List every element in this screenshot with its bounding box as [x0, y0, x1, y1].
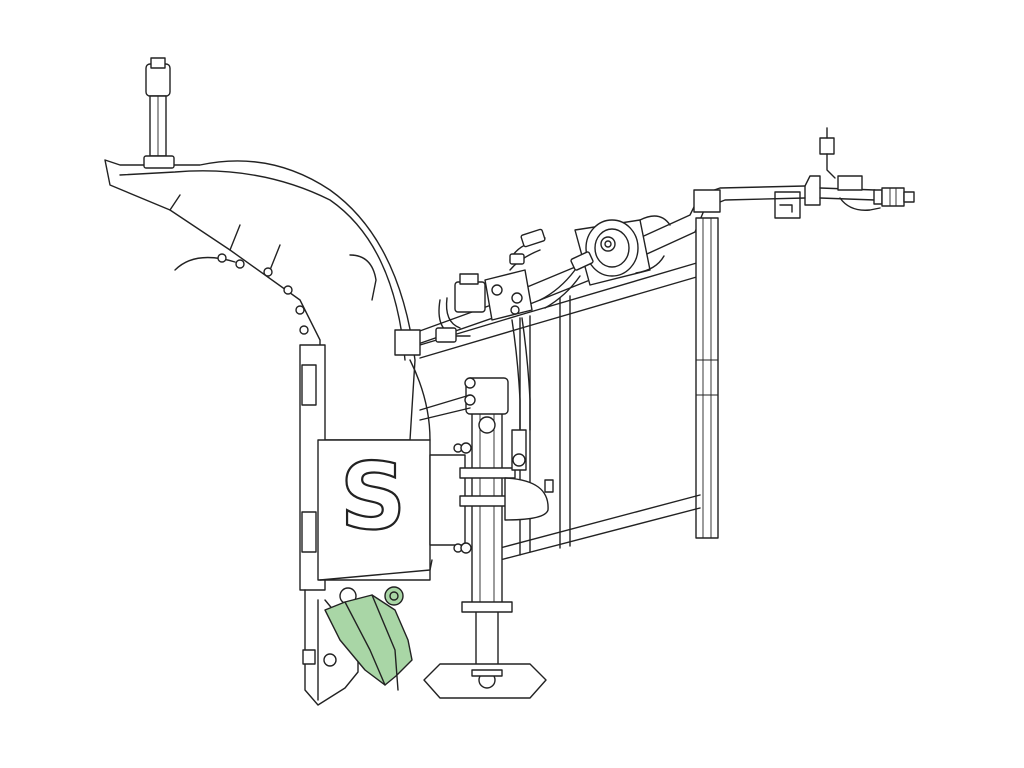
pulley-assembly: [574, 215, 671, 286]
brand-logo: S: [339, 442, 407, 551]
right-vertical-post: [693, 189, 721, 539]
support-jack: [423, 377, 554, 699]
hydraulic-connector: [819, 127, 915, 211]
mount-bracket: [394, 329, 471, 421]
deflector-handle: [143, 57, 175, 169]
logo-letter: S: [340, 443, 406, 550]
lower-wear-shoe: [302, 586, 413, 706]
discharge-chute: [104, 159, 416, 441]
main-housing: [299, 344, 466, 591]
valve-block: [435, 228, 594, 431]
